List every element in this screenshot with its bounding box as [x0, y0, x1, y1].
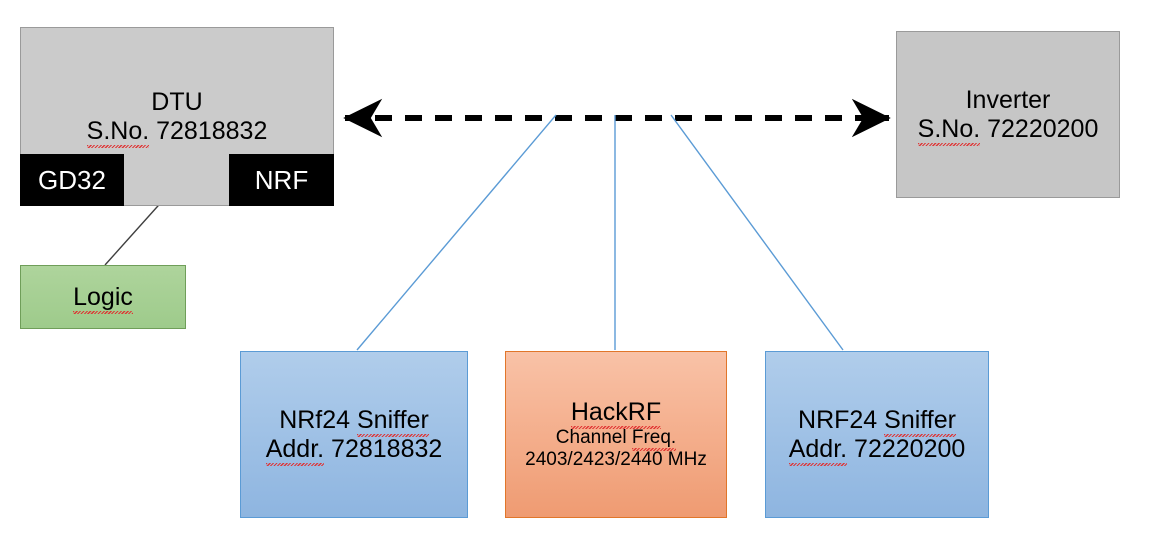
sniffer-right-addr: Addr. 72220200 — [788, 434, 966, 466]
sniffer-right-addr-value: 72220200 — [854, 434, 966, 463]
sniffer-right-addr-prefix: Addr. — [788, 434, 848, 466]
sniffer-right-tap-line — [670, 114, 844, 351]
dtu-serial: S.No. 72818832 — [86, 117, 268, 148]
hackrf-freq-word: Freq. — [631, 426, 677, 452]
gd32-label: GD32 — [38, 164, 106, 195]
sniffer-left-node[interactable]: NRf24 Sniffer Addr. 72818832 — [240, 351, 468, 518]
logic-label: Logic — [73, 282, 133, 314]
sniffer-right-node[interactable]: NRF24 Sniffer Addr. 72220200 — [765, 351, 989, 518]
sniffer-left-addr: Addr. 72818832 — [265, 434, 443, 466]
inverter-title: Inverter — [965, 85, 1051, 114]
dtu-serial-prefix: S.No. — [86, 117, 150, 148]
hackrf-frequencies: 2403/2423/2440 MHz — [525, 449, 707, 470]
inverter-serial: S.No. 72220200 — [917, 114, 1099, 146]
dtu-title: DTU — [151, 88, 203, 116]
logic-analyzer-node[interactable]: Logic — [20, 265, 186, 329]
nrf-chip[interactable]: NRF — [229, 154, 334, 206]
sniffer-left-addr-value: 72818832 — [331, 434, 443, 463]
sniffer-left-title-word: Sniffer — [357, 405, 429, 437]
sniffer-left-tap-line — [356, 114, 557, 351]
hackrf-node[interactable]: HackRF Channel Freq. 2403/2423/2440 MHz — [505, 351, 727, 518]
gd32-chip[interactable]: GD32 — [20, 154, 124, 206]
hackrf-title: HackRF — [570, 397, 662, 429]
hackrf-title-word: HackRF — [570, 397, 662, 429]
sniffer-left-title: NRf24 Sniffer — [279, 405, 429, 437]
sniffer-right-title-word: Sniffer — [884, 405, 956, 437]
inverter-serial-prefix: S.No. — [917, 114, 981, 146]
sniffer-left-addr-prefix: Addr. — [265, 434, 325, 466]
hackrf-channel-label: Channel Freq. — [555, 426, 677, 452]
dtu-serial-value: 72818832 — [156, 117, 268, 145]
inverter-node[interactable]: Inverter S.No. 72220200 — [896, 31, 1120, 198]
sniffer-right-title: NRF24 Sniffer — [798, 405, 956, 437]
nrf-label: NRF — [254, 164, 309, 195]
inverter-serial-value: 72220200 — [987, 114, 1099, 143]
